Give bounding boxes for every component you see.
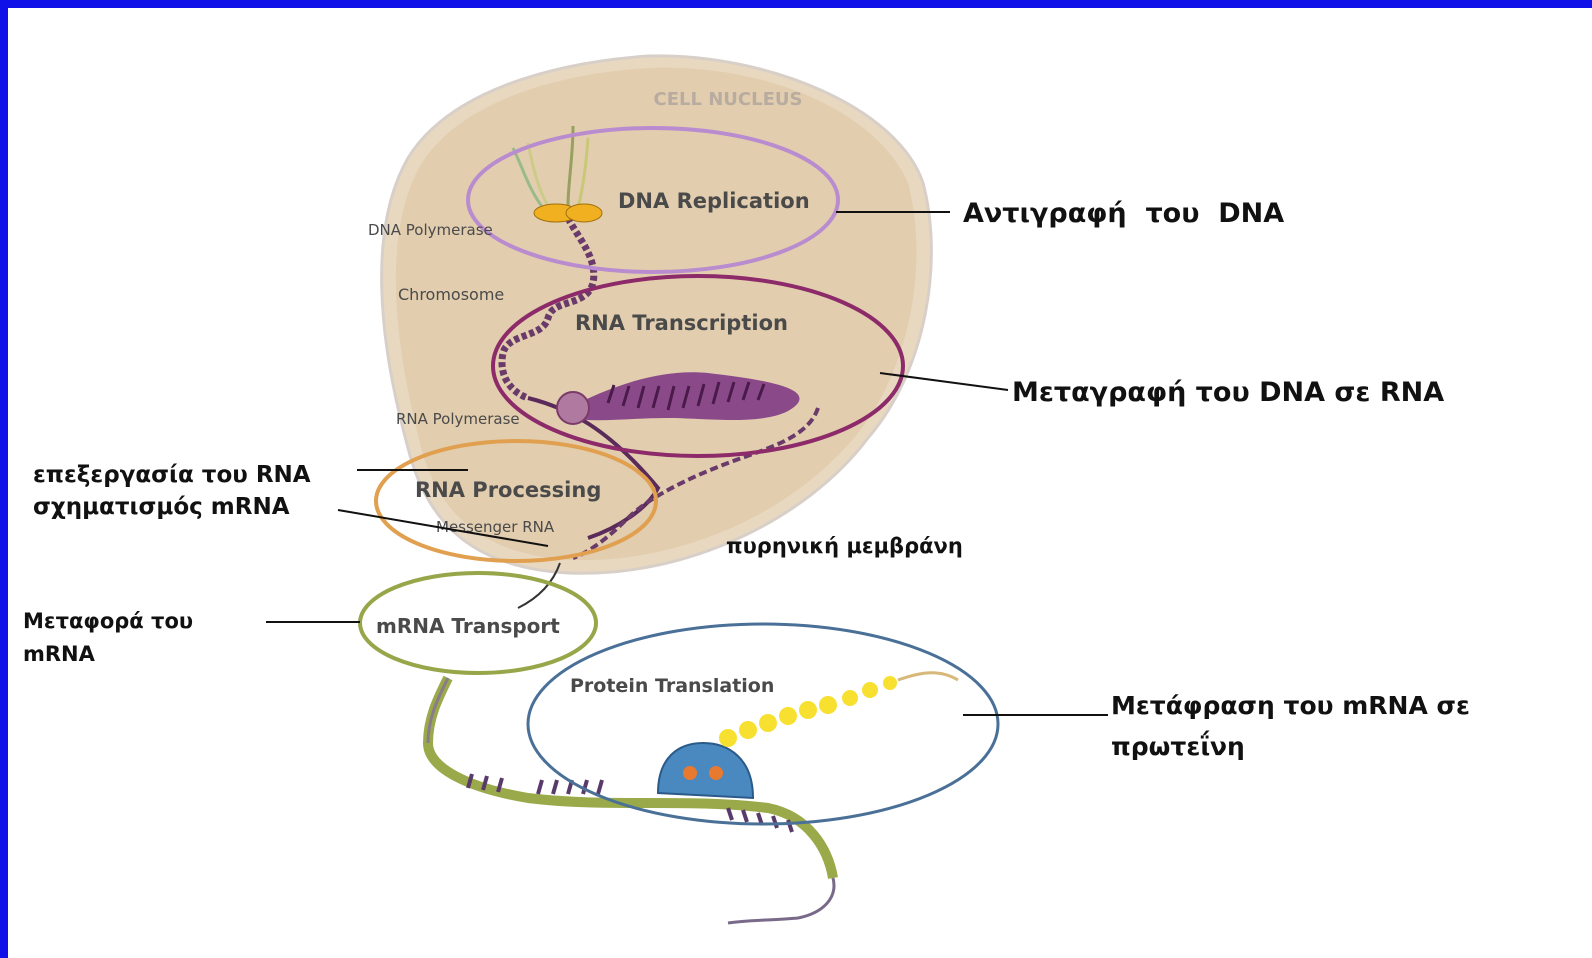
- stage-dna-replication: DNA Replication: [618, 189, 810, 213]
- label-chromosome: Chromosome: [398, 285, 504, 304]
- label-rna-polymerase: RNA Polymerase: [396, 410, 520, 428]
- gene-expression-diagram: CELL NUCLEUS: [8, 8, 1592, 958]
- greek-membrane: πυρηνική μεμβράνη: [726, 534, 963, 558]
- dna-polymerase-shape: [534, 204, 602, 222]
- greek-translation-2: πρωτεΐνη: [1111, 730, 1245, 761]
- greek-translation-1: Μετάφραση του mRNA σε: [1111, 691, 1470, 720]
- nucleus-label: CELL NUCLEUS: [654, 89, 803, 110]
- mrna-to-ribosome: [428, 678, 834, 923]
- greek-transport-1: Μεταφορά του: [23, 609, 193, 633]
- stage-protein-translation: Protein Translation: [570, 675, 774, 697]
- stage-rna-processing: RNA Processing: [415, 478, 601, 502]
- greek-transcription: Μεταγραφή του DNA σε RNA: [1012, 377, 1444, 408]
- stage-rna-transcription: RNA Transcription: [575, 311, 788, 335]
- label-messenger-rna: Messenger RNA: [436, 518, 555, 536]
- greek-dna-replication: Αντιγραφή του DNA: [963, 198, 1284, 229]
- greek-processing-2: σχηματισμός mRNA: [33, 494, 290, 520]
- greek-processing-1: επεξεργασία του RNA: [33, 462, 311, 488]
- ribosome-shape: [658, 743, 753, 798]
- slide: CELL NUCLEUS: [8, 8, 1592, 958]
- greek-transport-2: mRNA: [23, 642, 96, 666]
- label-dna-polymerase: DNA Polymerase: [368, 221, 493, 239]
- stage-mrna-transport: mRNA Transport: [376, 614, 560, 638]
